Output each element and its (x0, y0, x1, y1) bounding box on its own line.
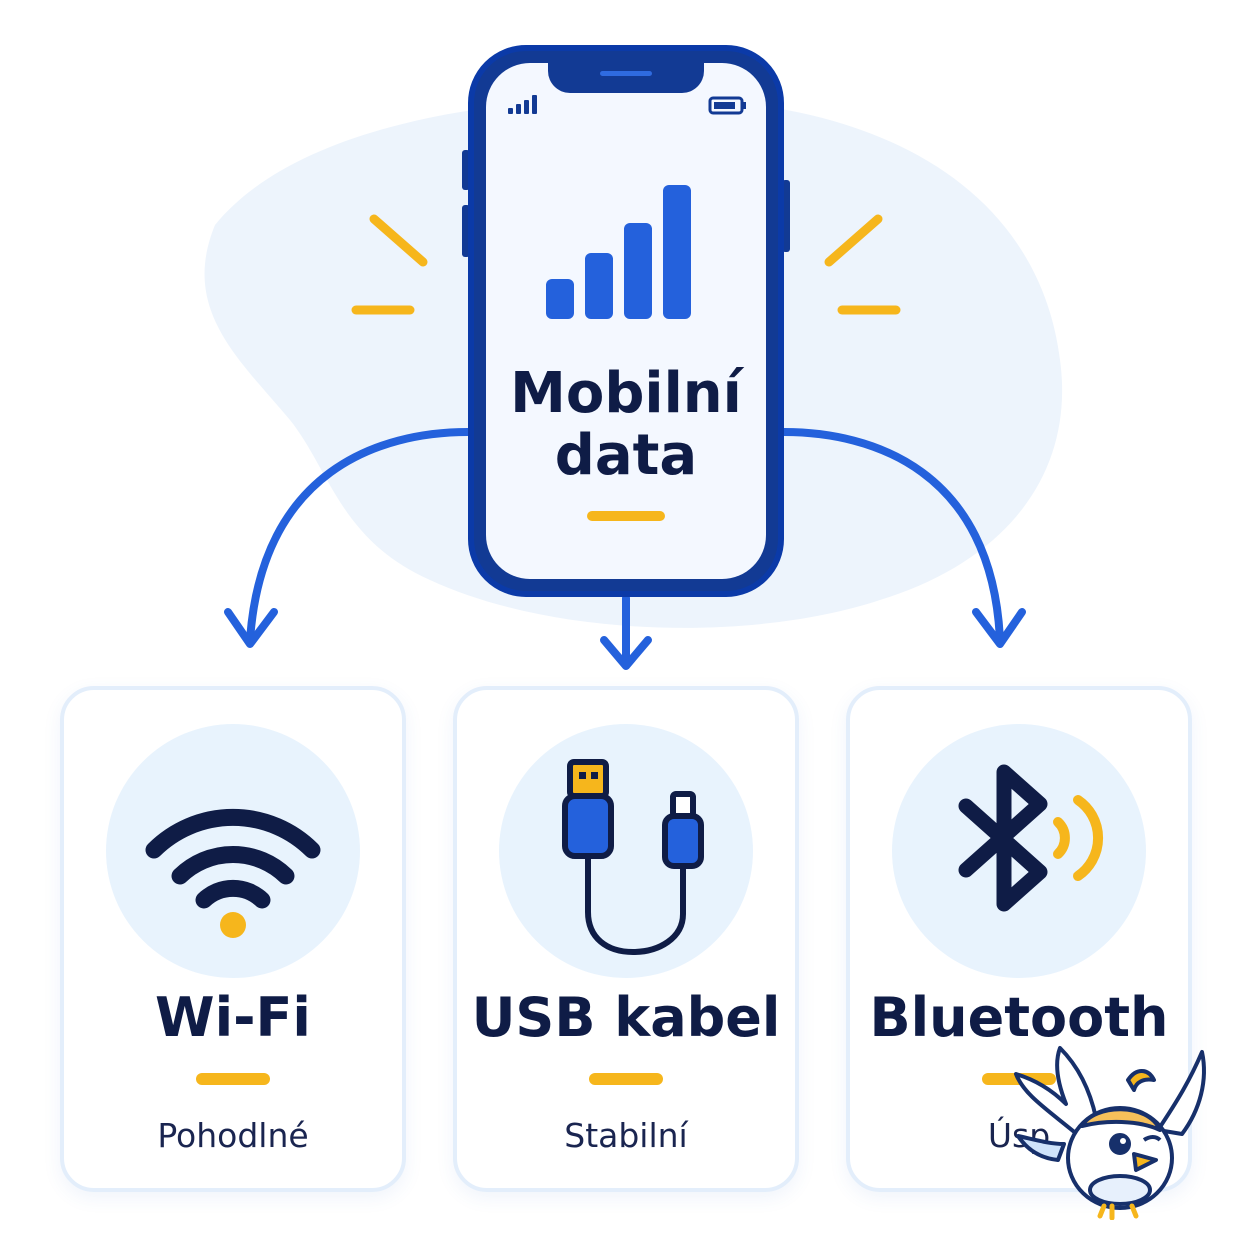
phone: Mobilní data (468, 45, 784, 597)
arrow-to-bluetooth (780, 428, 1004, 644)
card-subtitle: Pohodlné (157, 1116, 309, 1155)
card-usb: USB kabel Stabilní (453, 686, 799, 1192)
arrow-head-usb (600, 636, 652, 670)
phone-screen-icons (508, 95, 746, 319)
card-subtitle: Stabilní (564, 1116, 688, 1155)
phone-label-line1: Mobilní (510, 361, 742, 426)
usb-icon-circle (499, 724, 753, 978)
wifi-icon (145, 808, 321, 938)
card-title: Wi-Fi (155, 986, 311, 1049)
wifi-icon-circle (106, 724, 360, 978)
card-title: Bluetooth (869, 986, 1169, 1049)
phone-screen: Mobilní data (486, 63, 766, 579)
phone-notch (548, 63, 704, 93)
arrow-head-wifi (224, 608, 278, 648)
phone-speaker (600, 71, 652, 76)
bird-mascot-icon (1014, 1046, 1206, 1220)
bluetooth-waves-icon (1053, 795, 1104, 881)
signal-bars-icon (546, 185, 691, 319)
status-battery-icon (708, 96, 746, 115)
right-ray-upper (824, 214, 883, 267)
left-ray-upper (369, 214, 428, 267)
card-underline (196, 1073, 270, 1085)
phone-label-line2: data (554, 423, 698, 488)
bluetooth-icon (958, 764, 1104, 912)
phone-label: Mobilní data (486, 363, 766, 487)
bluetooth-icon-circle (892, 724, 1146, 978)
usb-cable-icon (562, 759, 704, 955)
phone-side-button (462, 205, 470, 257)
arrow-to-wifi (246, 428, 472, 644)
phone-underline (587, 511, 665, 521)
arrow-head-bluetooth (972, 608, 1026, 648)
card-title: USB kabel (471, 986, 781, 1049)
card-underline (589, 1073, 663, 1085)
phone-side-button (462, 150, 470, 190)
phone-power-button (782, 180, 790, 252)
status-signal-icon (508, 95, 537, 114)
card-bluetooth: Bluetooth Úsp (846, 686, 1192, 1192)
card-wifi: Wi-Fi Pohodlné (60, 686, 406, 1192)
